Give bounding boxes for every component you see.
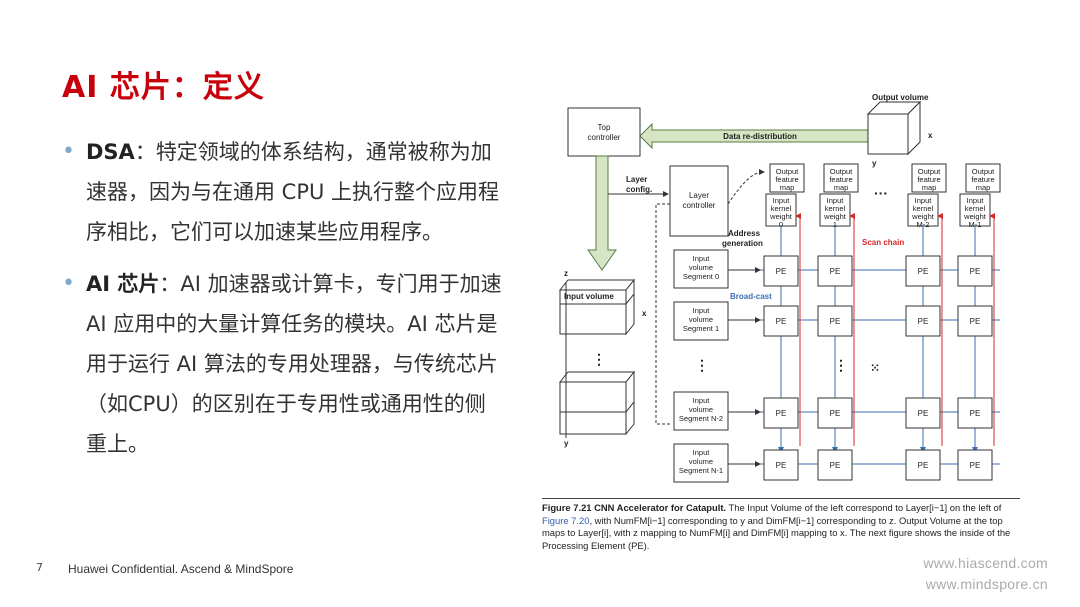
page-number: 7 (36, 561, 43, 574)
footer-confidential: Huawei Confidential. Ascend & MindSpore (68, 562, 294, 576)
site-links: www.hiascend.com www.mindspore.cn (923, 553, 1048, 595)
svg-text:PE: PE (918, 461, 929, 470)
bullet-dot-icon: • (62, 271, 75, 296)
svg-text:PE: PE (918, 267, 929, 276)
svg-text:PE: PE (776, 267, 787, 276)
link-hiascend[interactable]: www.hiascend.com (923, 555, 1048, 571)
segment-arrows (728, 267, 761, 467)
svg-text:PE: PE (970, 409, 981, 418)
output-volume-cube (866, 100, 922, 156)
bullet-text: AI 加速器或计算卡，专门用于加速 AI 应用中的大量计算任务的模块。AI 芯片… (86, 272, 502, 456)
caption-text-2: , with NumFM[i−1] corresponding to y and… (542, 514, 1011, 551)
segment-ellipsis: ⋮ (695, 357, 709, 373)
bullet-dot-icon: • (62, 139, 75, 164)
svg-text:PE: PE (970, 317, 981, 326)
caption-figure-link[interactable]: Figure 7.20 (542, 514, 590, 526)
data-redistribution-arrow (639, 122, 869, 150)
caption-number: Figure 7.21 (542, 502, 592, 513)
caption-text-1: The Input Volume of the left correspond … (728, 502, 1002, 513)
address-dashed-arrow (727, 169, 765, 205)
data-redistribution-label: Data re-distribution (723, 132, 797, 141)
broadcast-label: Broad-cast (730, 292, 772, 301)
figure-caption: Figure 7.21 CNN Accelerator for Catapult… (542, 498, 1020, 552)
svg-text:PE: PE (970, 461, 981, 470)
output-y-axis: y (872, 159, 877, 168)
input-x-axis: x (642, 309, 647, 318)
output-volume-label: Output volume (872, 94, 929, 102)
svg-text:PE: PE (830, 409, 841, 418)
bullet-text: 特定领域的体系结构，通常被称为加速器，因为与在通用 CPU 上执行整个应用程序相… (86, 140, 500, 244)
svg-text:PE: PE (918, 409, 929, 418)
svg-text:PE: PE (776, 409, 787, 418)
svg-text:PE: PE (776, 317, 787, 326)
link-mindspore[interactable]: www.mindspore.cn (925, 576, 1048, 592)
page-title: AI 芯片：定义 (62, 70, 265, 105)
input-y-axis: y (564, 439, 569, 448)
output-x-axis: x (928, 131, 933, 140)
bullet-term: AI 芯片 (86, 272, 160, 296)
column-ellipsis: ··· (874, 185, 888, 201)
scan-chain-label: Scan chain (862, 238, 904, 247)
scan-chain-lines (795, 213, 995, 446)
segment-address-dashed (655, 203, 672, 425)
svg-text:PE: PE (830, 461, 841, 470)
input-z-axis: z (564, 269, 568, 278)
svg-text:PE: PE (970, 267, 981, 276)
bullet-list: • DSA：特定领域的体系结构，通常被称为加速器，因为与在通用 CPU 上执行整… (62, 132, 502, 476)
bullet-separator: ： (134, 140, 156, 164)
svg-text:⋮: ⋮ (834, 357, 848, 373)
config-down-arrow (587, 155, 617, 271)
svg-text:⁙: ⁙ (870, 361, 880, 375)
input-volume-label: Input volume (564, 292, 614, 301)
input-volume-stack (558, 278, 636, 436)
top-controller-box (567, 107, 641, 157)
input-volume-ellipsis: ⋮ (592, 351, 606, 367)
bullet-ai-chip: • AI 芯片：AI 加速器或计算卡，专门用于加速 AI 应用中的大量计算任务的… (62, 264, 502, 464)
svg-text:PE: PE (776, 461, 787, 470)
layer-controller-box (669, 165, 729, 237)
bullet-dsa: • DSA：特定领域的体系结构，通常被称为加速器，因为与在通用 CPU 上执行整… (62, 132, 502, 252)
svg-text:PE: PE (830, 317, 841, 326)
caption-title: CNN Accelerator for Catapult. (594, 502, 727, 513)
svg-text:PE: PE (830, 267, 841, 276)
bullet-separator: ： (159, 272, 181, 296)
bullet-term: DSA (86, 140, 135, 164)
pe-grid: PE PE PE PE PE PE PE PE PE PE PE PE PE P… (763, 255, 993, 481)
svg-text:PE: PE (918, 317, 929, 326)
